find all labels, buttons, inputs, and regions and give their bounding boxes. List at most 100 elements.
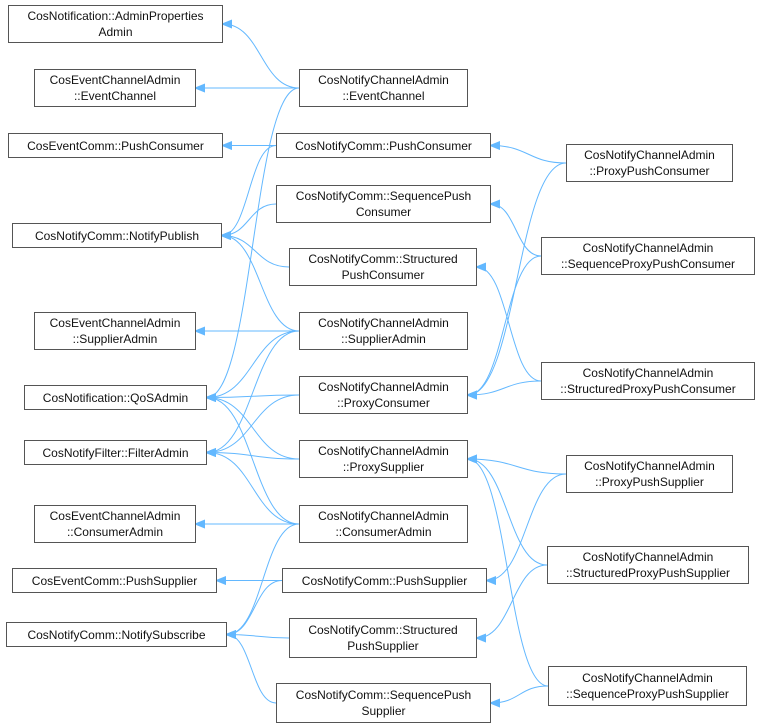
node-label-line: CosNotifyChannelAdmin: [318, 73, 449, 87]
node-label-line: CosNotifyComm::NotifyPublish: [34, 228, 200, 243]
node-label-line: Consumer: [355, 205, 412, 219]
node-label-line: ::SequenceProxyPushSupplier: [566, 687, 729, 701]
node-label-line: ::ConsumerAdmin: [66, 525, 164, 539]
node-coseventchanneladmin-eventchannel[interactable]: CosEventChannelAdmin::EventChannel: [34, 69, 196, 107]
node-cosnotifychanneladmin-proxypushsupplier[interactable]: CosNotifyChannelAdmin::ProxyPushSupplier: [566, 455, 733, 493]
node-cosnotifyfilter-filteradmin[interactable]: CosNotifyFilter::FilterAdmin: [24, 440, 207, 465]
inheritance-edge: [491, 685, 549, 703]
node-label-line: CosEventChannelAdmin: [49, 316, 181, 330]
edge-layer: [196, 24, 567, 704]
node-cosnotifychanneladmin-supplieradmin[interactable]: CosNotifyChannelAdmin::SupplierAdmin: [299, 312, 468, 350]
node-label-line: CosNotifyChannelAdmin: [318, 316, 449, 330]
node-coseventcomm-pushconsumer[interactable]: CosEventComm::PushConsumer: [8, 133, 223, 158]
inheritance-edge: [468, 162, 567, 395]
node-label-line: CosNotifyChannelAdmin: [318, 380, 449, 394]
node-label-line: Supplier: [361, 704, 406, 718]
inheritance-edge: [207, 453, 300, 460]
node-label-line: CosNotifyChannelAdmin: [584, 459, 715, 473]
node-label-line: CosNotification::AdminProperties: [27, 9, 204, 23]
node-cosnotifychanneladmin-proxypushconsumer[interactable]: CosNotifyChannelAdmin::ProxyPushConsumer: [566, 144, 733, 182]
node-label-line: CosNotifyComm::NotifySubscribe: [27, 627, 206, 642]
inheritance-edge: [207, 453, 300, 525]
inheritance-edge: [468, 459, 548, 566]
node-label-line: PushSupplier: [347, 639, 419, 653]
node-label-line: ::ConsumerAdmin: [335, 525, 432, 539]
node-label-line: CosNotifyComm::SequencePush: [295, 688, 472, 702]
node-cosnotifychanneladmin-sequenceproxypushconsumer[interactable]: CosNotifyChannelAdmin::SequenceProxyPush…: [541, 237, 755, 275]
node-cosnotifychanneladmin-eventchannel[interactable]: CosNotifyChannelAdmin::EventChannel: [299, 69, 468, 107]
node-label-line: ::ProxySupplier: [342, 460, 425, 474]
node-cosnotifycomm-pushsupplier[interactable]: CosNotifyComm::PushSupplier: [282, 568, 487, 593]
inheritance-edge: [207, 87, 300, 398]
node-cosnotifychanneladmin-consumeradmin[interactable]: CosNotifyChannelAdmin::ConsumerAdmin: [299, 505, 468, 543]
inheritance-edge: [207, 394, 300, 453]
node-label-line: ::SequenceProxyPushConsumer: [560, 257, 736, 271]
node-label-line: ::ProxyPushSupplier: [595, 475, 704, 489]
inheritance-edge: [207, 395, 300, 398]
node-label-line: Admin: [98, 25, 133, 39]
node-label-line: CosNotifyComm::PushSupplier: [301, 573, 468, 588]
node-cosnotifycomm-pushconsumer[interactable]: CosNotifyComm::PushConsumer: [276, 133, 491, 158]
node-label-line: CosNotifyChannelAdmin: [318, 444, 449, 458]
node-cosnotifycomm-notifypublish[interactable]: CosNotifyComm::NotifyPublish: [12, 223, 222, 248]
node-label-line: CosNotifyChannelAdmin: [582, 671, 713, 685]
inheritance-edge: [227, 523, 300, 635]
inheritance-edge: [491, 204, 542, 257]
node-label-line: CosEventComm::PushSupplier: [31, 573, 198, 588]
inheritance-edge: [207, 330, 300, 398]
node-label-line: CosNotifyComm::SequencePush: [295, 189, 472, 203]
node-label-line: CosNotifyComm::PushConsumer: [295, 138, 472, 153]
node-label-line: CosNotifyChannelAdmin: [582, 366, 714, 380]
node-label-line: CosNotifyChannelAdmin: [582, 241, 714, 255]
inheritance-edge: [222, 203, 277, 236]
node-label-line: CosEventComm::PushConsumer: [27, 138, 204, 153]
node-label-line: ::EventChannel: [73, 89, 157, 103]
node-label-line: CosEventChannelAdmin: [49, 509, 181, 523]
inheritance-edge: [491, 146, 567, 164]
node-cosnotification-qosadmin[interactable]: CosNotification::QoSAdmin: [24, 385, 207, 410]
node-cosnotifychanneladmin-proxysupplier[interactable]: CosNotifyChannelAdmin::ProxySupplier: [299, 440, 468, 478]
inheritance-edge: [468, 380, 542, 395]
node-label-line: CosNotification::QoSAdmin: [42, 390, 189, 405]
inheritance-edge: [477, 564, 548, 638]
node-cosnotifycomm-notifysubscribe[interactable]: CosNotifyComm::NotifySubscribe: [6, 622, 227, 647]
inheritance-edge: [487, 473, 567, 581]
inheritance-edge: [222, 145, 277, 236]
node-label-line: ::EventChannel: [342, 89, 425, 103]
inheritance-edge: [468, 255, 542, 395]
node-coseventchanneladmin-consumeradmin[interactable]: CosEventChannelAdmin::ConsumerAdmin: [34, 505, 196, 543]
inheritance-edge: [468, 459, 567, 475]
inheritance-edge: [222, 236, 290, 268]
node-label-line: CosNotifyFilter::FilterAdmin: [42, 445, 189, 460]
inheritance-edge: [227, 580, 283, 635]
node-cosnotifychanneladmin-structuredproxypushsupplier[interactable]: CosNotifyChannelAdmin::StructuredProxyPu…: [547, 546, 749, 584]
node-label-line: ::StructuredProxyPushConsumer: [560, 382, 736, 396]
inheritance-edge: [223, 24, 300, 89]
node-cosnotifychanneladmin-structuredproxypushconsumer[interactable]: CosNotifyChannelAdmin::StructuredProxyPu…: [541, 362, 755, 400]
node-label-line: CosEventChannelAdmin: [49, 73, 181, 87]
node-label-line: PushConsumer: [341, 268, 425, 282]
node-label-line: ::ProxyPushConsumer: [589, 164, 710, 178]
node-cosnotifychanneladmin-proxyconsumer[interactable]: CosNotifyChannelAdmin::ProxyConsumer: [299, 376, 468, 414]
node-label-line: CosNotifyChannelAdmin: [584, 148, 715, 162]
inheritance-edge: [477, 267, 542, 382]
inheritance-edge: [207, 330, 300, 453]
node-label-line: ::SupplierAdmin: [341, 332, 426, 346]
node-label-line: ::SupplierAdmin: [72, 332, 158, 346]
node-label-line: ::ProxyConsumer: [337, 396, 430, 410]
node-cosnotifychanneladmin-sequenceproxypushsupplier[interactable]: CosNotifyChannelAdmin::SequenceProxyPush…: [548, 666, 747, 706]
inheritance-edge: [227, 635, 290, 639]
inheritance-edge: [207, 398, 300, 525]
inheritance-edge: [207, 398, 300, 460]
inheritance-edge: [222, 236, 300, 332]
node-coseventchanneladmin-supplieradmin[interactable]: CosEventChannelAdmin::SupplierAdmin: [34, 312, 196, 350]
inheritance-edge: [227, 635, 277, 704]
node-coseventcomm-pushsupplier[interactable]: CosEventComm::PushSupplier: [12, 568, 217, 593]
node-label-line: CosNotifyChannelAdmin: [582, 550, 714, 564]
